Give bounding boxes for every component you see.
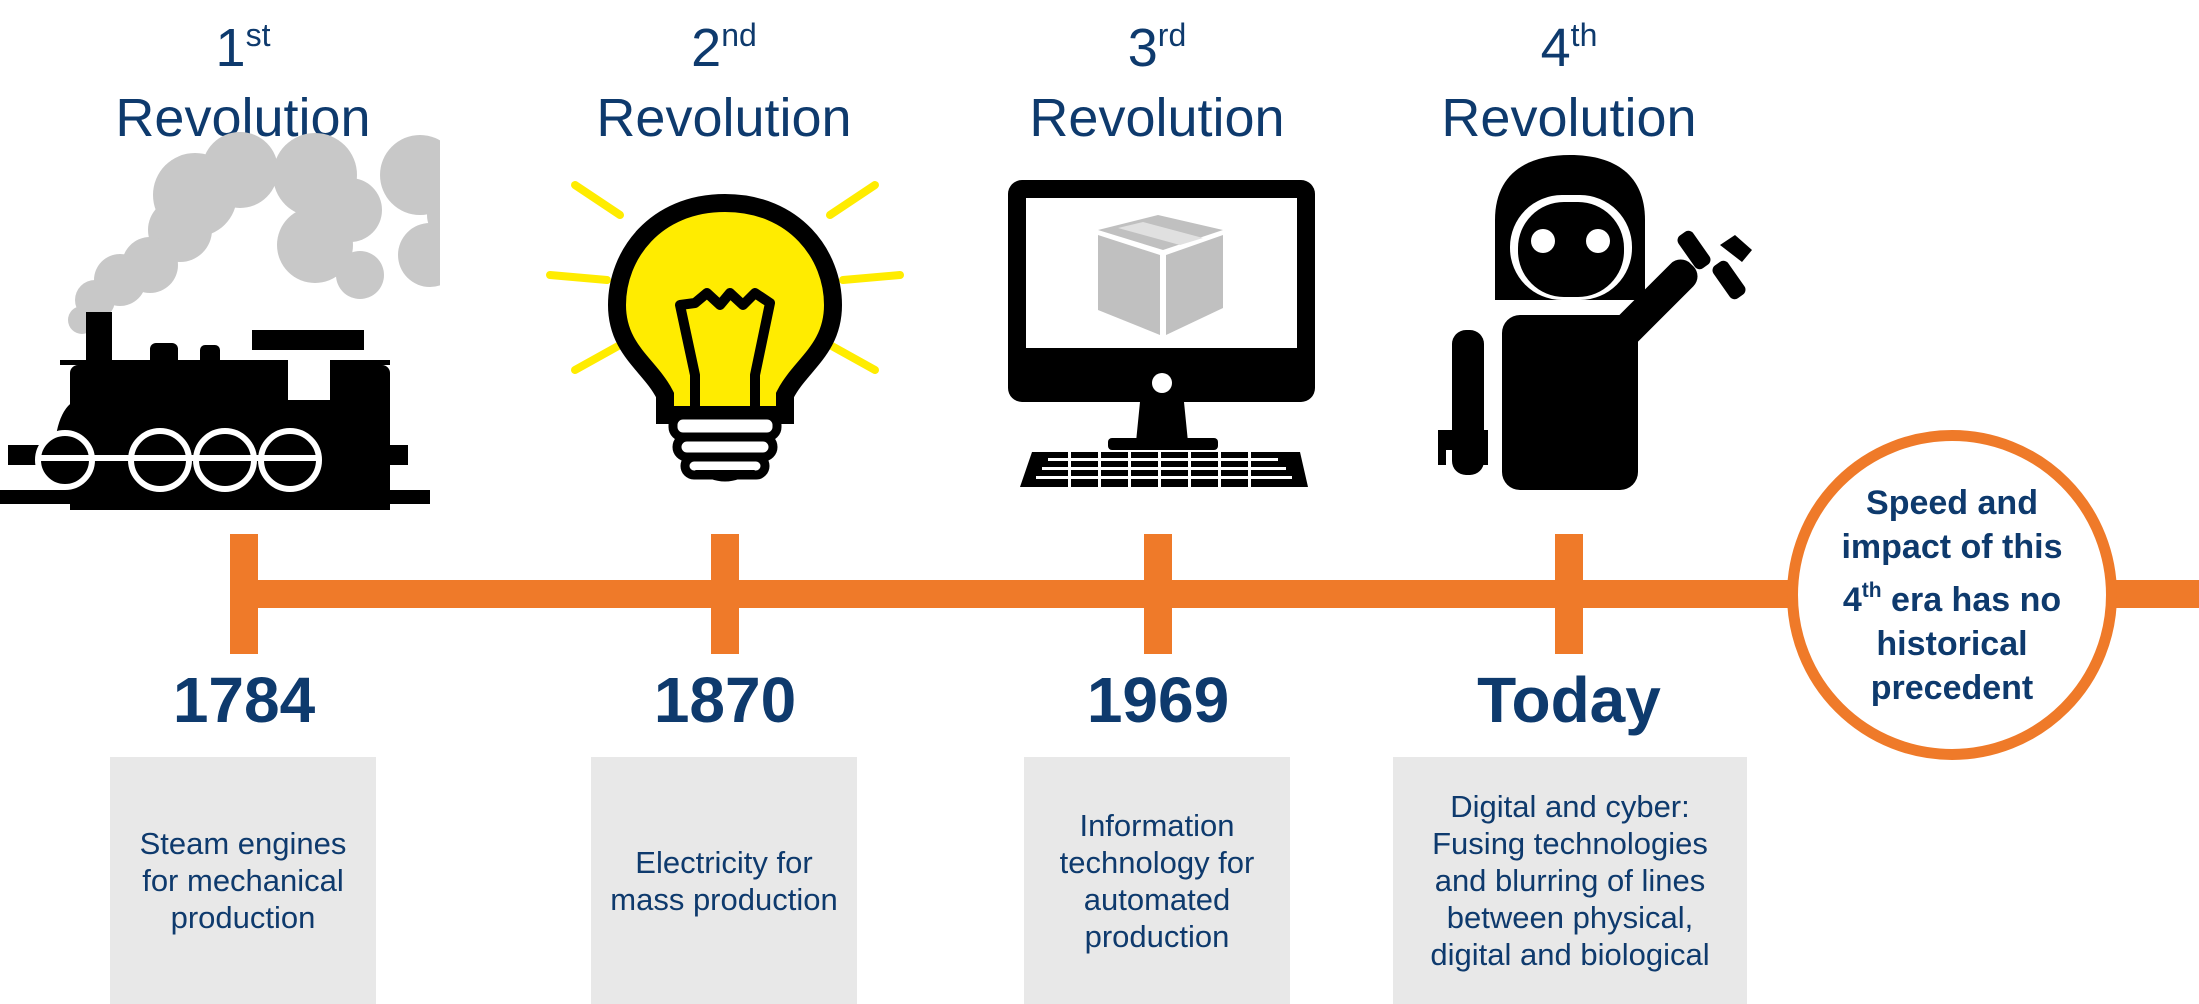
description-line: technology for: [1059, 844, 1255, 880]
description-line: digital and biological: [1430, 937, 1710, 972]
description-line: mass production: [610, 881, 838, 917]
description-line: automated: [1083, 881, 1231, 917]
description-line: production: [1084, 918, 1230, 954]
description-line: for mechanical: [142, 863, 344, 898]
timeline-tick-2: [711, 534, 739, 654]
description-box-1: Steam engines for mechanical production: [110, 757, 376, 1004]
description-line: and blurring of lines: [1434, 863, 1706, 898]
description-box-4: Digital and cyber: Fusing technologies a…: [1393, 757, 1747, 1004]
description-line: Steam engines: [139, 826, 347, 861]
timeline-tick-1: [230, 534, 258, 654]
description-line: Fusing technologies: [1432, 826, 1708, 861]
year-4: Today: [1477, 664, 1661, 736]
description-line: Electricity for: [635, 844, 813, 880]
description-line: production: [170, 900, 316, 935]
timeline-tick-3: [1144, 534, 1172, 654]
revolution-3-title: 3rd Revolution: [1029, 17, 1285, 148]
description-box-3: Information technology for automated pro…: [1024, 757, 1290, 1004]
revolution-2-title: 2nd Revolution: [596, 17, 852, 148]
description-line: between physical,: [1446, 900, 1694, 935]
description-box-2: Electricity for mass production: [591, 757, 857, 1004]
description-line: Information: [1079, 807, 1235, 843]
computer-monitor-icon: [1008, 180, 1315, 487]
light-bulb-icon: [546, 181, 904, 482]
description-line: Digital and cyber:: [1450, 789, 1690, 824]
robot-icon: [1438, 155, 1752, 490]
timeline-tick-4: [1555, 534, 1583, 654]
year-1: 1784: [172, 664, 316, 736]
callout-text: Speed and impact of this 4th era has no …: [1841, 483, 2063, 707]
year-3: 1969: [1086, 664, 1230, 736]
steam-locomotive-icon: [0, 132, 440, 510]
callout-circle: Speed and impact of this 4th era has no …: [1787, 430, 2117, 760]
revolution-4-title: 4th Revolution: [1441, 17, 1697, 148]
year-2: 1870: [653, 664, 797, 736]
